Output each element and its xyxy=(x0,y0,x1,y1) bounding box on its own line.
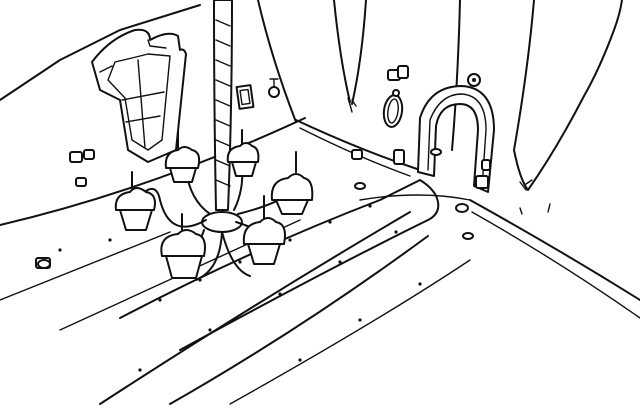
hanging-rope xyxy=(333,0,367,113)
cupcake-holder-back-left xyxy=(164,131,201,183)
arched-doorway xyxy=(417,73,495,193)
floor-pebbles xyxy=(37,148,474,269)
wall-ornament xyxy=(268,78,280,98)
room-walls xyxy=(0,0,640,319)
window-drip-details xyxy=(99,39,167,73)
right-floor-seam xyxy=(469,199,640,301)
floor-line-a xyxy=(229,259,471,405)
window-muntins xyxy=(121,59,165,149)
window xyxy=(91,28,187,163)
arm-bottom xyxy=(195,231,251,281)
window-outer-frame xyxy=(91,28,187,163)
arm-left-upper xyxy=(139,188,207,228)
floor-nails xyxy=(58,204,422,372)
picture-frame-rect xyxy=(235,84,255,110)
right-corner-line xyxy=(451,0,461,151)
cupcake-holder-left xyxy=(114,171,156,231)
right-baseboard xyxy=(471,211,640,319)
oval-mirror xyxy=(382,89,404,128)
cupcake-holder-front-right xyxy=(242,195,286,265)
floor-line-c xyxy=(0,231,171,301)
cupcake-holder-front-left xyxy=(160,213,206,279)
cupcake-holder-right xyxy=(270,151,314,215)
floor-line-d xyxy=(359,194,471,201)
left-floor-seam xyxy=(0,117,306,226)
cupcake-holder-back-right xyxy=(226,129,260,177)
right-wall-banner xyxy=(513,0,623,215)
back-corner-line xyxy=(257,0,297,123)
window-inner-frame xyxy=(107,53,171,151)
chandelier xyxy=(114,0,314,281)
picture-frame xyxy=(235,84,255,110)
left-wall-top-edge xyxy=(0,4,201,101)
rug-inner-right xyxy=(169,235,429,405)
back-wall-base xyxy=(295,119,421,171)
rug-inner-left xyxy=(99,211,411,405)
